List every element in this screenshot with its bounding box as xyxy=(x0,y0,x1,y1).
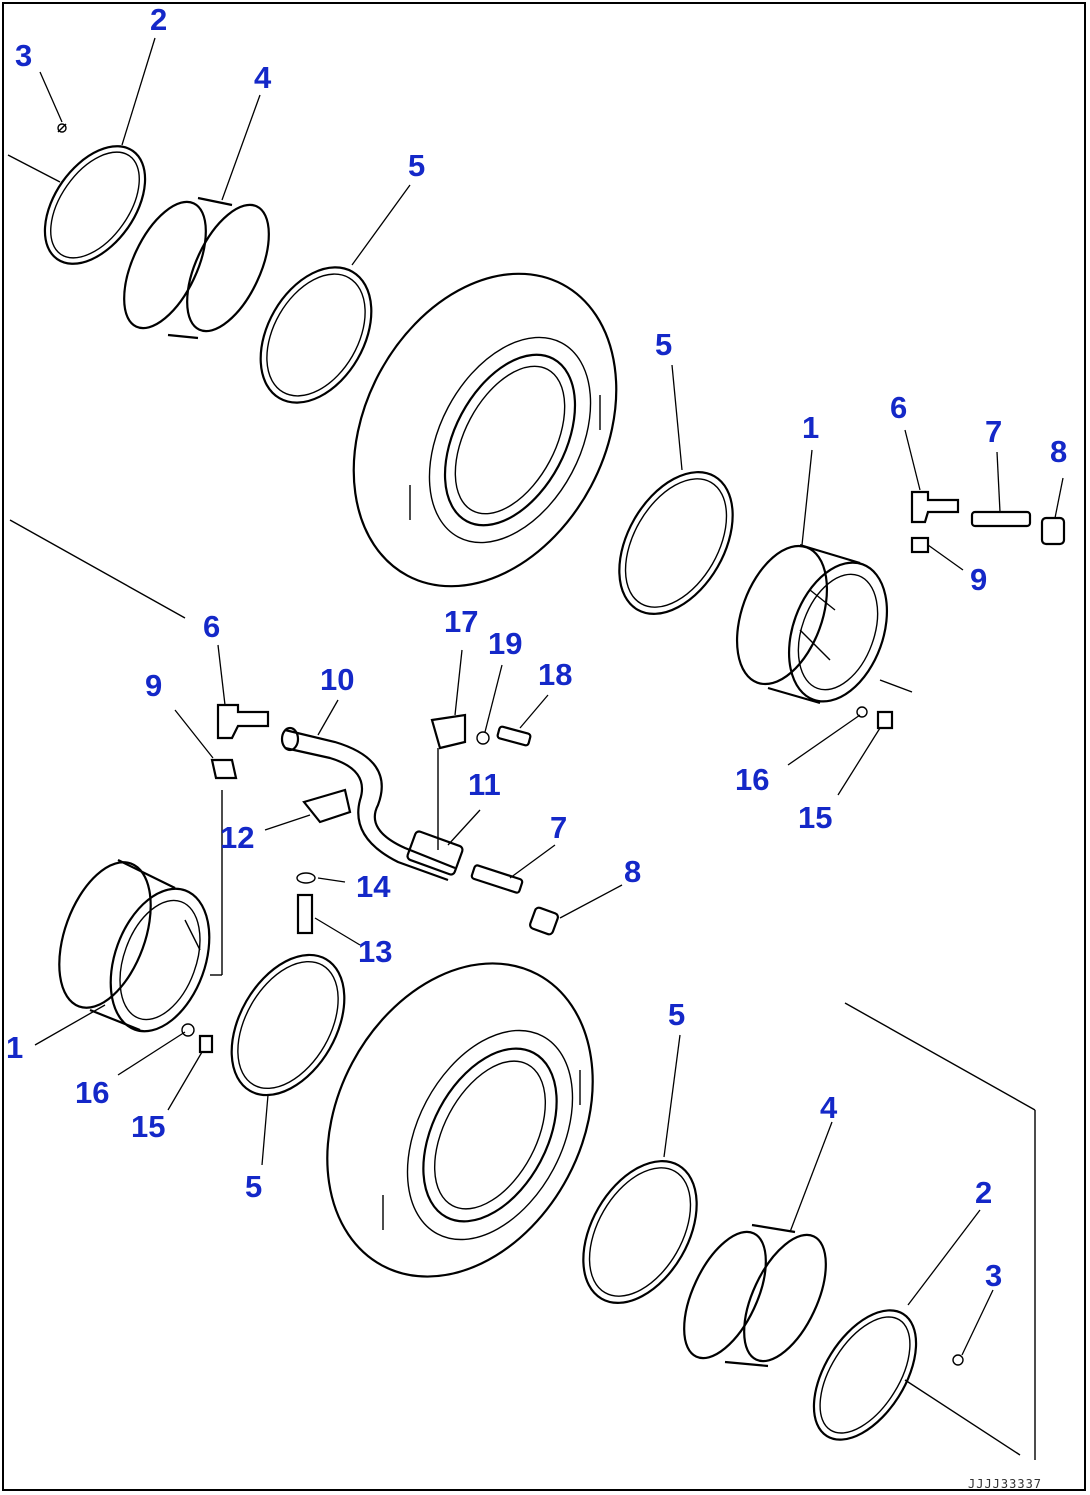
side-ring-top xyxy=(123,196,270,340)
nut-washer-top-right xyxy=(856,706,894,730)
callout-7-mid: 7 xyxy=(550,810,567,845)
lock-pin-top xyxy=(57,123,67,133)
callout-8-mid: 8 xyxy=(624,854,641,889)
axis-lines xyxy=(7,154,1036,1460)
callout-10: 10 xyxy=(320,662,354,697)
callout-17: 17 xyxy=(444,604,478,639)
callout-12: 12 xyxy=(220,820,254,855)
valve-cap-left xyxy=(210,758,238,780)
lock-ring-top xyxy=(43,145,147,265)
callout-labels: 3 2 4 5 5 1 6 7 8 9 6 9 10 17 19 18 11 1… xyxy=(6,2,1067,1293)
callout-5-top: 5 xyxy=(408,148,425,183)
callout-5-mid: 5 xyxy=(655,327,672,362)
bolt-13 xyxy=(296,893,314,935)
callout-16-right: 16 xyxy=(735,762,769,797)
callout-19: 19 xyxy=(488,626,522,661)
callout-7-right: 7 xyxy=(985,414,1002,449)
wheel-rim-right xyxy=(735,543,889,705)
side-ring-bottom xyxy=(683,1223,827,1368)
callout-11: 11 xyxy=(468,767,501,802)
callout-5-bottom-right: 5 xyxy=(668,997,685,1032)
extension-7-mid xyxy=(470,864,524,894)
callout-4-bottom: 4 xyxy=(820,1090,838,1125)
callout-3-top: 3 xyxy=(15,38,32,73)
washer-19 xyxy=(476,731,490,745)
callout-9-right: 9 xyxy=(970,562,987,597)
callout-15-left: 15 xyxy=(131,1109,165,1144)
hose-fitting xyxy=(406,830,464,876)
callout-14: 14 xyxy=(356,869,391,904)
callout-16-left: 16 xyxy=(75,1075,109,1110)
callout-5-bottom-left: 5 xyxy=(245,1169,262,1204)
leader-lines xyxy=(34,37,1064,1356)
nut-washer-bottom-left xyxy=(181,1023,214,1054)
callout-4-top: 4 xyxy=(254,60,272,95)
valve-parts-top-right xyxy=(910,490,1066,554)
callout-8-right: 8 xyxy=(1050,434,1067,469)
lock-ring-bottom xyxy=(812,1309,918,1441)
bolt-18 xyxy=(496,725,532,747)
bracket xyxy=(430,713,467,850)
lock-pin-bottom xyxy=(952,1354,964,1366)
callout-18: 18 xyxy=(538,657,572,692)
callout-1-left: 1 xyxy=(6,1030,23,1065)
callout-9-left: 9 xyxy=(145,668,162,703)
tire-bottom xyxy=(326,962,594,1278)
clamp xyxy=(302,788,352,824)
callout-13: 13 xyxy=(358,934,392,969)
o-ring-bottom-right xyxy=(582,1160,698,1304)
tire-top xyxy=(352,272,618,588)
callout-2-bottom: 2 xyxy=(975,1175,992,1210)
drawing-code: JJJJ33337 xyxy=(968,1477,1042,1491)
callout-2-top: 2 xyxy=(150,2,167,37)
callout-1-right: 1 xyxy=(802,410,819,445)
elbow-left xyxy=(216,703,270,740)
callout-3-bottom: 3 xyxy=(985,1258,1002,1293)
cap-8-mid xyxy=(528,906,560,936)
o-ring-top xyxy=(259,266,373,404)
hose xyxy=(280,726,456,882)
callout-6-right: 6 xyxy=(890,390,907,425)
washer-14 xyxy=(296,872,316,884)
o-ring-mid xyxy=(618,471,734,615)
callout-6-left: 6 xyxy=(203,609,220,644)
callout-15-right: 15 xyxy=(798,800,832,835)
o-ring-bottom-left xyxy=(230,953,346,1097)
wheel-rim-left xyxy=(58,859,211,1033)
